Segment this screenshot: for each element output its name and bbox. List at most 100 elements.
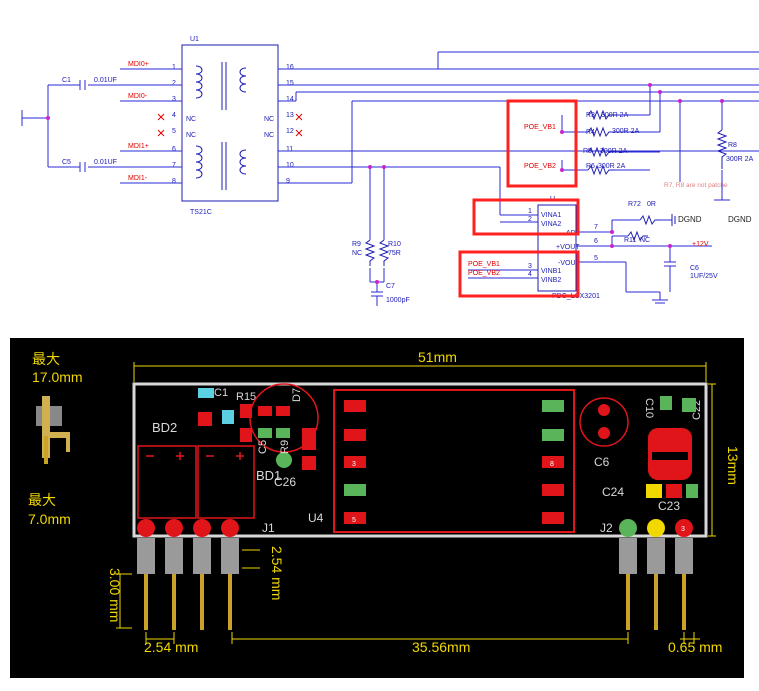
header-housing [193, 538, 211, 574]
r8-ref: R8 [728, 142, 737, 149]
pad-smd [302, 428, 316, 450]
u1-pin-number: 4 [172, 112, 176, 119]
nc-crosses [157, 113, 303, 137]
pad-smd [686, 484, 698, 498]
u1-pin-number: 8 [172, 178, 176, 185]
u1-pin-number: 1 [172, 64, 176, 71]
max-width-value: 7.0mm [28, 511, 71, 527]
header-pin [654, 574, 658, 630]
u1-pin-number: 10 [286, 162, 294, 169]
nc-label: NC [264, 116, 274, 123]
u1-part: TS21C [190, 209, 212, 216]
net-poe-vb2: POE_VB2 [524, 163, 556, 170]
header-housing [675, 538, 693, 574]
u4-pads [344, 400, 564, 524]
pad-number: 3 [352, 461, 356, 468]
net-dgnd: DGND [728, 215, 752, 224]
net-poe-vb1: POE_VB1 [468, 261, 500, 268]
resistor-symbols [364, 109, 728, 266]
c7-ref: C7 [386, 283, 395, 290]
c5-label: C5 [257, 440, 269, 454]
r3-value: 300R 2A [601, 112, 629, 119]
board-outline [132, 382, 708, 538]
c26-label: C26 [274, 475, 296, 489]
transformer-coils [195, 62, 247, 190]
r10-value: 75R [388, 250, 401, 257]
u1-pin-number: 13 [286, 112, 294, 119]
bd1-label: BD1 [256, 468, 281, 483]
u1-ref: U1 [190, 36, 199, 43]
note-text: R7, R8 are not patche [664, 182, 728, 189]
r3-ref: R3 [586, 112, 595, 119]
u1-pin-number: 3 [172, 96, 176, 103]
header-pin [200, 574, 204, 630]
u4-outline [333, 389, 575, 533]
pad-smd [646, 484, 662, 498]
header-housing [137, 538, 155, 574]
pad-smd [240, 404, 252, 418]
max-width-label: 最大 [28, 492, 56, 508]
r72-ref: R72 [628, 201, 641, 208]
net-dgnd: DGND [678, 215, 702, 224]
junction-dots [368, 83, 724, 284]
net-poe-vb2: POE_VB2 [468, 270, 500, 277]
c6-pad [598, 427, 610, 439]
pad-number: 8 [550, 461, 554, 468]
net-12v: +12V [692, 241, 709, 248]
r11-ref: R11 [624, 237, 636, 244]
dimension-lines [116, 362, 716, 644]
net-mdi0n: MDI0- [128, 93, 148, 100]
r15-label: R15 [236, 391, 256, 403]
right-wires [278, 51, 759, 306]
u1-pin-number: 2 [172, 80, 176, 87]
r6-value: 300R 2A [598, 163, 626, 170]
u1-pin-number: 6 [172, 146, 176, 153]
header-pin [626, 574, 630, 630]
pad-smd [222, 410, 234, 424]
u2-pin-label: +VOUT [556, 244, 580, 251]
span-dimension: 35.56mm [412, 639, 470, 655]
nc-label: NC [186, 116, 196, 123]
pad-smd [240, 428, 252, 442]
c6-pad [598, 404, 610, 416]
side-profile [36, 396, 70, 464]
pad-smd [198, 388, 214, 398]
pitch-dimension: 2.54 mm [269, 546, 285, 600]
c5-value: 0.01UF [94, 159, 117, 166]
r11-value: NC [640, 237, 650, 244]
u2-pin-num: 5 [594, 255, 598, 262]
r6-ref: R6 [586, 163, 595, 170]
r4-ref: R4 [586, 129, 595, 136]
c1-ref: C1 [62, 77, 71, 84]
pad-smd [198, 412, 212, 426]
u1-body [181, 44, 279, 202]
r4-value: 300R 2A [612, 128, 640, 135]
pad-smd [258, 428, 272, 438]
net-mdi1n: MDI1- [128, 175, 148, 182]
header-housing [619, 538, 637, 574]
c6-ref: C6 [690, 265, 699, 272]
c7-value: 1000pF [386, 297, 410, 304]
pitch-dimension: 2.54 mm [144, 639, 198, 655]
c-elec [652, 452, 688, 460]
r9-ref: R9 [352, 241, 361, 248]
u2-pin-num: 6 [594, 238, 598, 245]
pcb-dimension-drawing: 最大 17.0mm 最大 7.0mm 51mm 13mm 3.00 mm 2.5… [10, 338, 744, 678]
u2-pin-label: VINB2 [541, 277, 561, 284]
u2-pin-num: 1 [528, 208, 532, 215]
height-dimension: 13mm [725, 446, 741, 485]
u1-pin-number: 7 [172, 162, 176, 169]
nc-label: NC [186, 132, 196, 139]
header-pin [228, 574, 232, 630]
c10-label: C10 [643, 398, 655, 418]
header-pin [144, 574, 148, 630]
c1-label: C1 [214, 387, 228, 399]
width-dimension: 51mm [418, 349, 457, 365]
u1-pin-number: 12 [286, 128, 294, 135]
pad-smd [666, 484, 682, 498]
u2-pin-num: 7 [594, 224, 598, 231]
pin-width-dimension: 0.65 mm [668, 639, 722, 655]
u2-pin-label: -VOUT [558, 260, 581, 267]
u1-pin-number: 15 [286, 80, 294, 87]
